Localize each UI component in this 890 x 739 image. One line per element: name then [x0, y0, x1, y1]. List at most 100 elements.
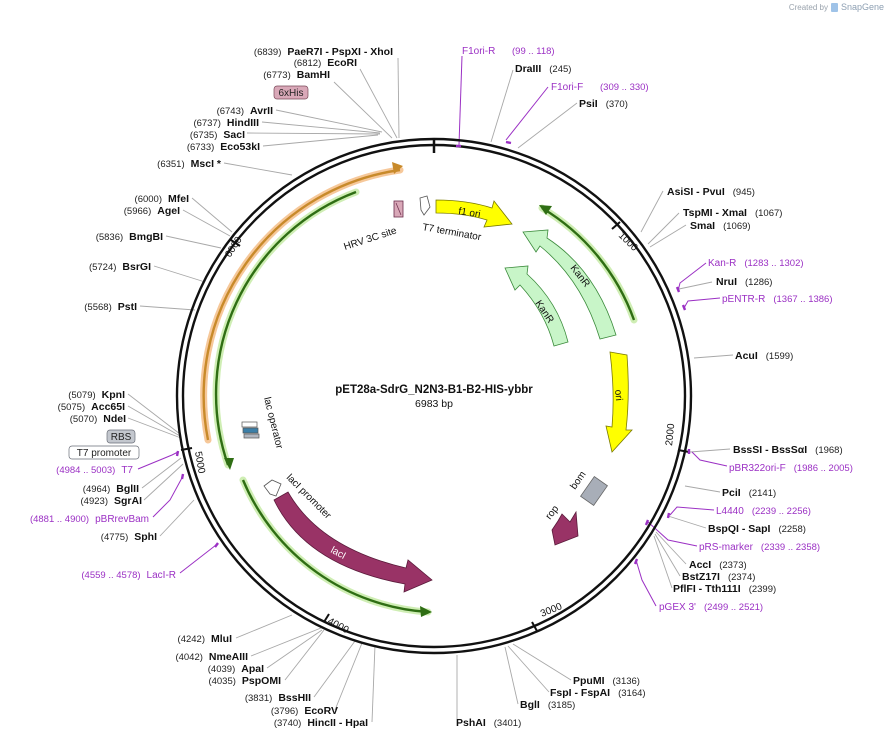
enzyme-psii-pos: (370) — [606, 99, 628, 110]
enzyme-acc65i-name: Acc65I — [91, 401, 125, 413]
enzyme-pshai-pos: (3401) — [494, 718, 521, 729]
primer-l4440-name: L4440 — [716, 506, 744, 517]
hrv3c-label: HRV 3C site — [343, 225, 399, 253]
enzyme-bglii-name: BglII — [116, 483, 139, 495]
enzyme-sgrai-pos: (4923) — [81, 496, 108, 507]
enzyme-ecorv-pos: (3796) — [271, 706, 298, 717]
laci-arc-b — [241, 479, 429, 614]
enzyme-bgli-pos: (3185) — [548, 700, 575, 711]
enzyme-bsrgi-name: BsrGI — [122, 261, 151, 273]
enzyme-hindiii-pos: (6737) — [193, 118, 220, 129]
enzyme-bglii-pos: (4964) — [83, 484, 110, 495]
enzyme-mfei-pos: (6000) — [135, 194, 162, 205]
enzyme-nrui-pos: (1286) — [745, 277, 772, 288]
enzyme-bsssi-bsss-i-pos: (1968) — [815, 445, 842, 456]
tick-label-6000: 6000 — [223, 235, 245, 260]
his-tag-label: 6xHis — [278, 88, 303, 99]
primer-pgex-3-pos: (2499 .. 2521) — [704, 602, 763, 613]
enzyme-psti-pos: (5568) — [84, 302, 111, 313]
t7-terminator-feature — [419, 195, 431, 216]
right-labels: DraIII(245)PsiI(370)AsiSI - PvuI(945)Tsp… — [456, 63, 853, 729]
snapgene-brand: SnapGene — [840, 2, 884, 12]
enzyme-acui-pos: (1599) — [766, 351, 793, 362]
enzyme-pspomi-pos: (4035) — [208, 676, 235, 687]
enzyme-acui-name: AcuI — [735, 350, 758, 362]
laci-arc-a-arrowhead — [224, 458, 234, 470]
rbs-label: RBS — [111, 432, 132, 443]
primer-laci-r-name: LacI-R — [147, 570, 176, 581]
laci-arc-a — [214, 190, 357, 466]
f1-ori-feature — [435, 199, 513, 228]
enzyme-ndei-pos: (5070) — [70, 414, 97, 425]
enzyme-sgrai-name: SgrAI — [114, 495, 142, 507]
enzyme-sphi-name: SphI — [134, 531, 157, 543]
enzyme-agei-name: AgeI — [157, 205, 180, 217]
t7-terminator-label: T7 terminator — [421, 222, 482, 243]
f1-ori-label: f1 ori — [458, 206, 482, 220]
enzyme-hincii-hpai-pos: (3740) — [274, 718, 301, 729]
tick-marks — [180, 221, 690, 632]
enzyme-fspi-fspai-pos: (3164) — [618, 688, 645, 699]
enzyme-fspi-fspai-name: FspI - FspAI — [550, 687, 610, 699]
primer-f1ori-r-pos: (99 .. 118) — [512, 46, 555, 57]
enzyme-saci-pos: (6735) — [190, 130, 217, 141]
enzyme-apai-name: ApaI — [241, 663, 264, 675]
primer-kan-r-name: Kan-R — [708, 258, 736, 269]
enzyme-bsshii-name: BssHII — [278, 692, 311, 704]
enzyme-avrii-name: AvrII — [250, 105, 273, 117]
enzyme-nrui-name: NruI — [716, 276, 737, 288]
enzyme-bstz17i-name: BstZ17I — [682, 571, 720, 583]
enzyme-acci-name: AccI — [689, 559, 711, 571]
enzyme-msci-name: MscI * — [191, 158, 222, 170]
enzyme-acci-pos: (2373) — [719, 560, 746, 571]
enzyme-apai-pos: (4039) — [208, 664, 235, 675]
enzyme-ndei-name: NdeI — [103, 413, 126, 425]
enzyme-eco53ki-pos: (6733) — [187, 142, 214, 153]
enzyme-mlui-pos: (4242) — [178, 634, 205, 645]
primer-f1ori-r-name: F1ori-R — [462, 46, 495, 57]
enzyme-nmeaiii-name: NmeAIII — [209, 651, 248, 663]
ori-label: ori — [612, 389, 624, 401]
laci-promoter-feature — [263, 479, 282, 497]
laci-arc-b-arrowhead — [420, 606, 432, 617]
kan-arc — [541, 206, 636, 321]
his-tag-box — [273, 85, 309, 100]
primer-pentr-r-name: pENTR-R — [722, 294, 765, 305]
snapgene-logo-icon — [830, 2, 838, 12]
ori-feature — [605, 351, 633, 453]
cds-arc — [202, 168, 401, 441]
enzyme-draiii-pos: (245) — [549, 64, 571, 75]
enzyme-tspmi-xmai-name: TspMI - XmaI — [683, 207, 747, 219]
primer-pbr322ori-f-name: pBR322ori-F — [729, 463, 786, 474]
enzyme-smai-name: SmaI — [690, 220, 715, 232]
enzyme-bspqi-sapi-pos: (2258) — [778, 524, 805, 535]
enzyme-bsrgi-pos: (5724) — [89, 262, 116, 273]
enzyme-asisi-pvui-name: AsiSI - PvuI — [667, 186, 725, 198]
enzyme-pflfi-tth111i-pos: (2399) — [749, 584, 776, 595]
enzyme-bspqi-sapi-name: BspQI - SapI — [708, 523, 771, 535]
left-labels: PaeR7I - PspXI - XhoI(6839)EcoRI(6812)Ba… — [30, 46, 393, 729]
enzyme-ecorv-name: EcoRV — [304, 705, 338, 717]
enzyme-draiii-name: DraIII — [515, 63, 541, 75]
hrv3c-stripe — [395, 202, 402, 216]
enzyme-tspmi-xmai-pos: (1067) — [755, 208, 782, 219]
t7-promoter-box — [68, 445, 140, 460]
enzyme-pspomi-name: PspOMI — [242, 675, 281, 687]
laci-feature — [273, 491, 433, 593]
enzyme-asisi-pvui-pos: (945) — [733, 187, 755, 198]
primer-l4440-pos: (2239 .. 2256) — [752, 506, 811, 517]
t7-promoter-label: T7 promoter — [77, 448, 132, 459]
enzyme-eco53ki-name: Eco53kI — [220, 141, 260, 153]
plasmid-name: pET28a-SdrG_N2N3-B1-B2-HIS-ybbr — [335, 384, 533, 396]
enzyme-bsssi-bsss-i-name: BssSI - BssSαI — [733, 444, 807, 456]
enzyme-hindiii-name: HindIII — [227, 117, 259, 129]
enzyme-pflfi-tth111i-name: PflFI - Tth111I — [673, 583, 741, 595]
kanr-feature-outer — [522, 229, 617, 340]
cds-arrowhead — [392, 162, 403, 174]
created-by-text: Created by — [788, 2, 828, 12]
enzyme-ecori-pos: (6812) — [294, 58, 321, 69]
enzyme-ppumi-name: PpuMI — [573, 675, 605, 687]
bom-feature — [580, 476, 608, 506]
rop-feature — [551, 510, 579, 546]
primer-marks — [175, 140, 691, 565]
